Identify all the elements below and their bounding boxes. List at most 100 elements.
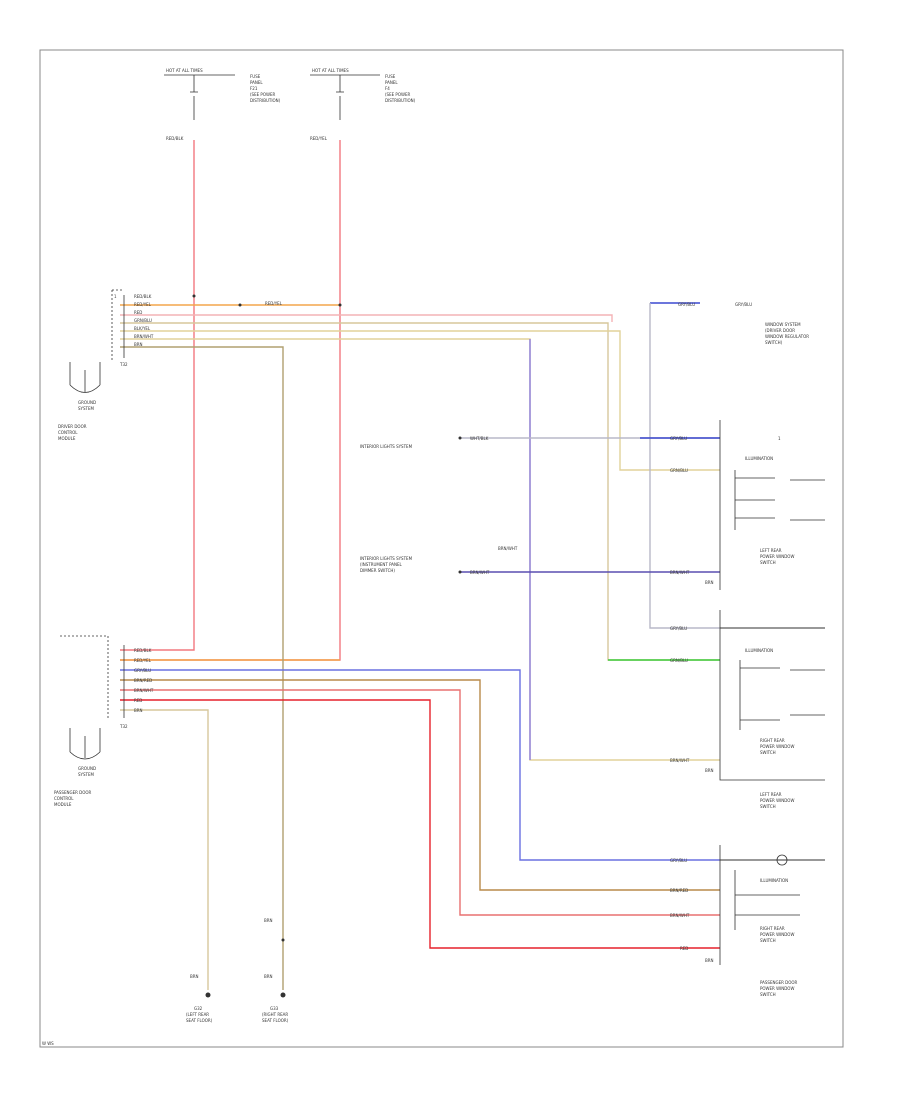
pd-rr-2: POWER WINDOW: [760, 932, 794, 937]
ground-left-3: SEAT FLOOR): [186, 1018, 213, 1023]
pd-name-3: SWITCH: [760, 992, 776, 997]
passenger-door-module: RED/BLK RED/YEL GRY/BLU BRN/RED BRN/WHT …: [54, 635, 154, 807]
pd-name-2: POWER WINDOW: [760, 986, 794, 991]
wire-blue-illum: [649, 303, 720, 629]
rr-wire-3: BRN/WHT: [670, 758, 690, 763]
interior-lights-2c: DIMMER SWITCH): [360, 568, 395, 573]
violet-wire-label: BRN/WHT: [498, 546, 518, 551]
pd-rr-3: SWITCH: [760, 938, 776, 943]
fuse-right-label: HOT AT ALL TIMES: [312, 68, 349, 73]
fuse-right-line-4: (SEE POWER: [385, 92, 410, 97]
driver-wire-3: RED: [134, 310, 142, 315]
lr-wire-1: GRY/BLU: [670, 436, 687, 441]
wire-pink-pass: [120, 689, 720, 916]
ground-right-2: (RIGHT REAR: [262, 1012, 288, 1017]
interior-lights-1: INTERIOR LIGHTS SYSTEM: [360, 444, 413, 449]
lr-wire-2: GRN/BLU: [670, 468, 688, 473]
pass-wire-4: BRN/RED: [134, 678, 152, 683]
ground-left: BRN G32 (LEFT REAR SEAT FLOOR): [186, 974, 213, 1023]
ground-right-1: G33: [270, 1006, 279, 1011]
wire-brown-pass: [120, 679, 720, 891]
wire-tan-driver: [120, 322, 720, 661]
window-sys-line-2: (DRIVER DOOR: [765, 328, 795, 333]
fuse-right-line-3: F4: [385, 86, 390, 91]
left-rear-illum: ILLUMINATION: [745, 456, 773, 461]
pd-wire-4: RED: [680, 946, 688, 951]
pass-wire-6: RED: [134, 698, 142, 703]
lrw-name-1: LEFT REAR: [760, 792, 782, 797]
ground-left-wire: BRN: [190, 974, 199, 979]
window-sys-line-4: SWITCH): [765, 340, 783, 345]
pass-ground-line-2: SYSTEM: [78, 772, 94, 777]
rr-name-3: SWITCH: [760, 750, 776, 755]
pass-wire-7: BRN: [134, 708, 143, 713]
pass-module-line-1: PASSENGER DOOR: [54, 790, 92, 795]
ground-left-1: G32: [194, 1006, 203, 1011]
driver-module-line-2: CONTROL: [58, 430, 78, 435]
footer-code: W WS: [42, 1041, 54, 1046]
pd-name-1: PASSENGER DOOR: [760, 980, 798, 985]
fuse-right-line-2: PANEL: [385, 80, 398, 85]
driver-wire-4: GRN/BLU: [134, 318, 152, 323]
driver-module-line-1: DRIVER DOOR: [58, 424, 87, 429]
splice-wire-label: RED/YEL: [265, 301, 283, 306]
pass-wire-1: RED/BLK: [134, 648, 152, 653]
wire-red-pass: [120, 699, 720, 949]
fuse-right-line-5: DISTRIBUTION): [385, 98, 416, 103]
rr-brn: BRN: [705, 768, 714, 773]
wire-red-fuse-right: [120, 140, 341, 661]
fuse-left-wire: RED/BLK: [166, 136, 184, 141]
fuse-left-line-5: DISTRIBUTION): [250, 98, 281, 103]
interior-lights-connectors: INTERIOR LIGHTS SYSTEM WHT/BLK INTERIOR …: [360, 436, 518, 575]
rr-name-1: RIGHT REAR: [760, 738, 785, 743]
driver-door-module: 1 RED/BLK RED/YEL RED GRN/BLU BLK/YEL BR…: [58, 289, 154, 441]
pd-rr-1: RIGHT REAR: [760, 926, 785, 931]
fuse-left-line-3: F21: [250, 86, 258, 91]
lr-name-2: POWER WINDOW: [760, 554, 794, 559]
fuse-left-line-1: FUSE: [250, 74, 261, 79]
fuse-left-line-2: PANEL: [250, 80, 263, 85]
driver-module-pin: T32: [119, 362, 128, 367]
fuse-right-wire: RED/YEL: [310, 136, 328, 141]
switch-id: 1: [778, 436, 781, 441]
window-sys-line-1: WINDOW SYSTEM: [765, 322, 801, 327]
pass-module-pin: T32: [119, 724, 128, 729]
pass-module-line-3: MODULE: [54, 802, 72, 807]
driver-wire-1: RED/BLK: [134, 294, 152, 299]
diagram-frame: [39, 49, 844, 1048]
pd-wire-2: BRN/RED: [670, 888, 688, 893]
pass-wire-3: GRY/BLU: [134, 668, 151, 673]
rr-name-2: POWER WINDOW: [760, 744, 794, 749]
window-sys-line-3: WINDOW REGULATOR: [765, 334, 809, 339]
interior-wire: WHT/BLK: [470, 436, 489, 441]
wire-pink-driver: [120, 314, 613, 322]
pass-ground-symbol: [69, 728, 101, 760]
splice-points: [192, 294, 462, 942]
left-rear-switch: 1 ILLUMINATION GRY/BLU GRN/BLU BRN/WHT B…: [670, 420, 825, 590]
window-sys-wire-2: GRY/BLU: [735, 302, 752, 307]
ground-right-wire-top: BRN: [264, 918, 273, 923]
driver-wire-5: BLK/YEL: [134, 326, 151, 331]
ground-right-3: SEAT FLOOR): [262, 1018, 289, 1023]
pd-wire-1: GRY/BLU: [670, 858, 687, 863]
driver-pin-1: 1: [114, 294, 117, 299]
driver-ground-line-1: GROUND: [78, 400, 96, 405]
lrw-name-3: SWITCH: [760, 804, 776, 809]
interior-lights-2b: (INSTRUMENT PANEL: [360, 562, 403, 567]
lr-brn: BRN: [705, 580, 714, 585]
pass-ground-line-1: GROUND: [78, 766, 96, 771]
ground-left-2: (LEFT REAR: [186, 1012, 209, 1017]
driver-ground-symbol: [69, 362, 101, 393]
wire-yellow2-driver: [120, 338, 720, 761]
fuse-left: HOT AT ALL TIMES FUSE PANEL F21 (SEE POW…: [164, 68, 281, 141]
pass-wire-5: BRN/WHT: [134, 688, 154, 693]
pd-illum: ILLUMINATION: [760, 878, 788, 883]
interior-lights-2a: INTERIOR LIGHTS SYSTEM: [360, 556, 413, 561]
lr-name-1: LEFT REAR: [760, 548, 782, 553]
lrw-name-2: POWER WINDOW: [760, 798, 794, 803]
fuse-left-line-4: (SEE POWER: [250, 92, 275, 97]
wire-tan-pass: [120, 709, 209, 990]
driver-wire-7: BRN: [134, 342, 143, 347]
pd-brn: BRN: [705, 958, 714, 963]
rr-wire-2: GRN/BLU: [670, 658, 688, 663]
